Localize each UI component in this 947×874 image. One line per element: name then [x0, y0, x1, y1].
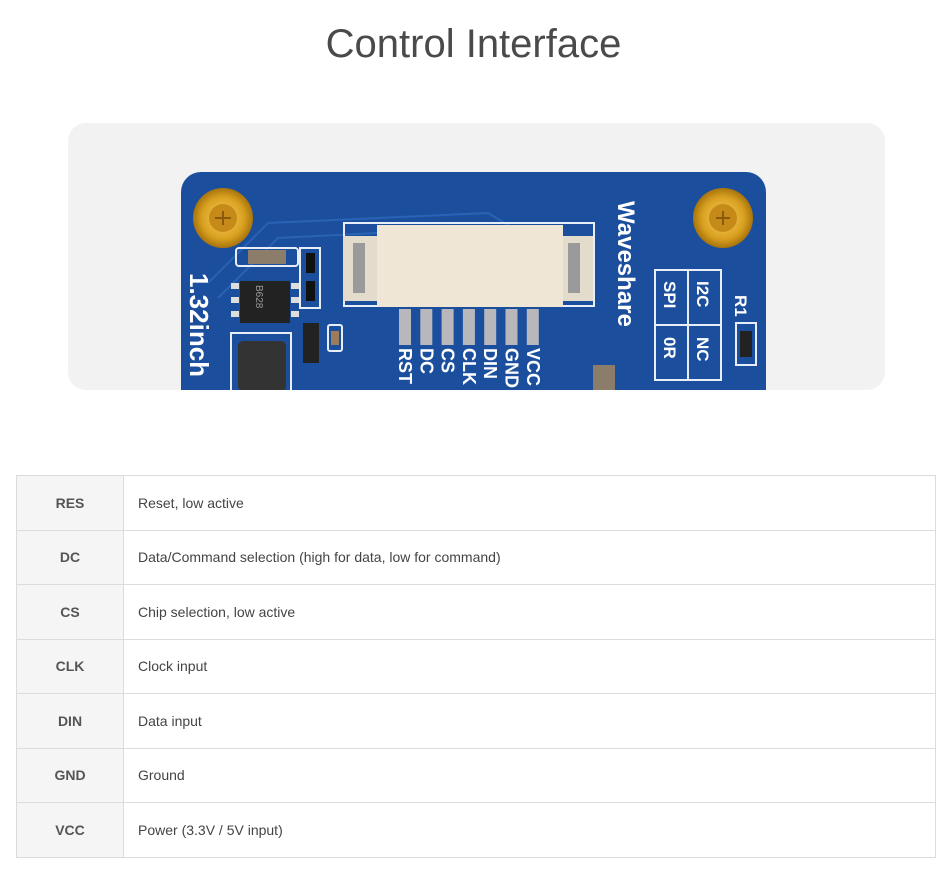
pin-description: Power (3.3V / 5V input): [123, 802, 936, 858]
pin-name: RES: [16, 475, 124, 531]
pin-name: VCC: [16, 802, 124, 858]
brand-label: Waveshare: [612, 201, 639, 327]
page-title: Control Interface: [325, 22, 622, 66]
connector-pins: [399, 309, 539, 345]
connector-pin: [505, 309, 518, 345]
pin-name: CS: [16, 584, 124, 640]
jumper-spi-label: SPI: [660, 281, 679, 308]
model-label: 1.32inch: [184, 273, 214, 377]
pin-description: Clock input: [123, 638, 936, 694]
pin-name: DC: [16, 529, 124, 585]
connector-pin: [399, 309, 411, 345]
pin-description: Data input: [123, 693, 936, 749]
jumper-grid: [654, 269, 722, 381]
connector-pin: [420, 309, 433, 345]
resistor-label: R1: [731, 295, 750, 317]
connector-pin: [526, 309, 539, 345]
pin-name: DIN: [16, 693, 124, 749]
pin-label: DC: [416, 348, 436, 374]
pin-label: VCC: [523, 348, 543, 386]
pin-label: GND: [502, 348, 522, 388]
pin-label: CS: [438, 348, 458, 373]
connector-pin: [441, 309, 454, 345]
connector: [343, 222, 595, 307]
jumper-nc-label: NC: [693, 337, 712, 362]
pin-label: CLK: [459, 348, 479, 385]
pin-description: Reset, low active: [123, 475, 936, 531]
pin-description: Data/Command selection (high for data, l…: [123, 529, 936, 585]
chip-marking: B628: [253, 285, 264, 309]
mount-hole-left: [193, 188, 253, 248]
mount-hole-right: [693, 188, 753, 248]
pin-name: CLK: [16, 638, 124, 694]
pin-label: DIN: [480, 348, 500, 379]
connector-pin: [484, 309, 497, 345]
pin-label: RST: [395, 348, 415, 384]
pin-description: Chip selection, low active: [123, 584, 936, 640]
pin-name: GND: [16, 747, 124, 803]
jumper-i2c-label: I2C: [693, 281, 712, 307]
connector-pin: [462, 309, 475, 345]
jumper-0r-label: 0R: [660, 337, 679, 359]
pin-description: Ground: [123, 747, 936, 803]
